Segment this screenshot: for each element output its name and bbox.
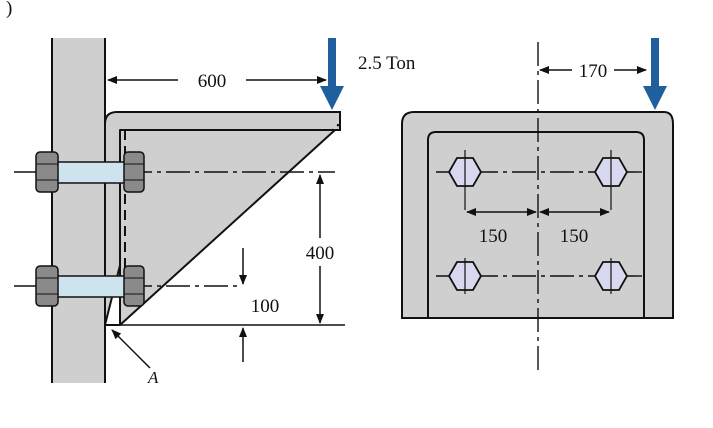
load-arrow-side xyxy=(320,38,344,110)
dimension-400: 400 xyxy=(306,174,335,324)
dimension-100: 100 xyxy=(239,248,280,362)
dim-width-label: 600 xyxy=(198,71,227,92)
dim-bolt-gap-label: 100 xyxy=(251,296,280,317)
bolt-head-front xyxy=(447,150,483,210)
dim-spacing-right-label: 150 xyxy=(560,226,589,247)
side-view: 600 400 100 A 2.5 Ton xyxy=(14,38,416,387)
point-a-label: A xyxy=(147,368,159,387)
bolt-shank xyxy=(51,161,127,184)
bolt-head-front xyxy=(593,150,629,210)
load-label: 2.5 Ton xyxy=(358,53,416,74)
bracket-gusset xyxy=(119,129,336,326)
nut xyxy=(123,265,145,307)
front-view: 150 150 170 xyxy=(401,38,674,370)
bolt-shank xyxy=(51,275,127,298)
nut xyxy=(123,151,145,193)
cropped-text: ) xyxy=(6,0,12,19)
bolt-head xyxy=(35,265,59,307)
dim-offset-label: 170 xyxy=(579,61,608,82)
dimension-150-150: 150 150 xyxy=(466,208,610,247)
bolt-head-front xyxy=(593,258,629,294)
dim-height-label: 400 xyxy=(306,243,335,264)
column xyxy=(52,38,105,383)
dimension-600: 600 xyxy=(107,71,327,92)
load-arrow-front xyxy=(643,38,667,110)
bolt-upper xyxy=(14,151,335,193)
dimension-170: 170 xyxy=(539,61,647,82)
bolt-head-front xyxy=(447,258,483,294)
point-a-callout: A xyxy=(111,329,159,387)
dim-spacing-left-label: 150 xyxy=(479,226,508,247)
bolt-head xyxy=(35,151,59,193)
front-inner-plate xyxy=(427,131,645,319)
hidden-line xyxy=(124,123,339,300)
bolt-lower xyxy=(14,265,238,307)
